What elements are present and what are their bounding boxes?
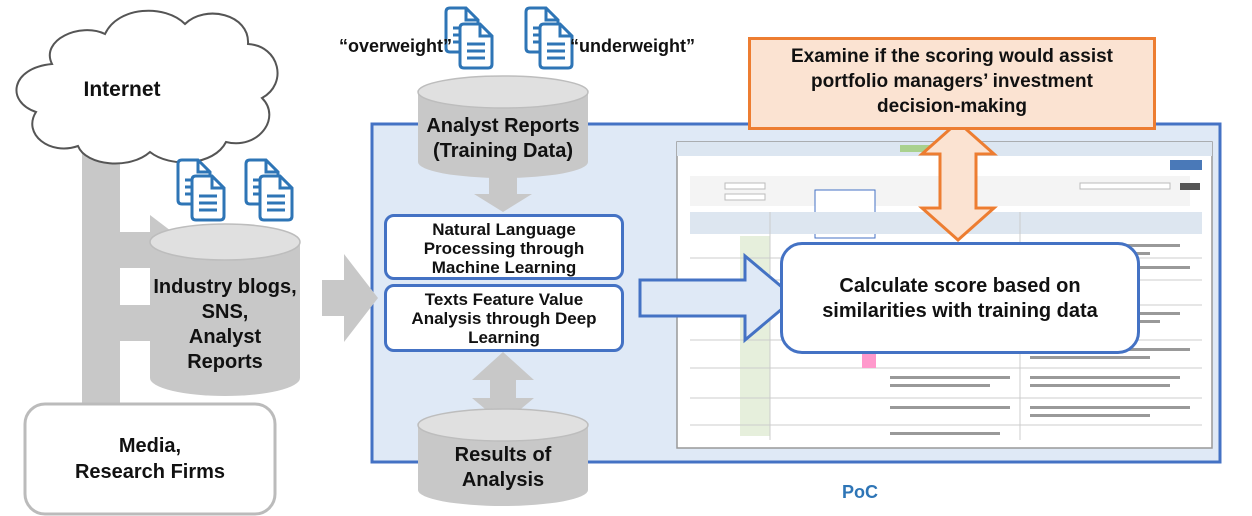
- media-label: Media, Research Firms: [25, 433, 275, 485]
- feature-line3: Learning: [468, 328, 540, 347]
- document-icon: [446, 8, 492, 68]
- examine-line3: decision-making: [877, 96, 1027, 117]
- media-label-line2: Research Firms: [74, 461, 226, 483]
- examine-box: [748, 37, 1156, 130]
- feature-line1: Texts Feature Value: [424, 290, 584, 309]
- internet-cloud: [15, 9, 279, 165]
- score-box: [780, 242, 1140, 354]
- examine-line2: portfolio managers’ investment: [811, 71, 1093, 92]
- nlp-box: [384, 214, 624, 280]
- training-to-nlp-arrow: [474, 176, 532, 212]
- training-db-label: Analyst Reports (Training Data): [418, 114, 588, 164]
- document-icon: [178, 160, 224, 220]
- overweight-tag: “overweight”: [338, 36, 452, 56]
- score-label: Calculate score based on similarities wi…: [780, 274, 1140, 324]
- score-line2: similarities with training data: [822, 300, 1098, 322]
- results-db-label: Results of Analysis: [418, 443, 588, 493]
- examine-label: Examine if the scoring would assist port…: [748, 44, 1156, 119]
- results-db-line1: Results of: [454, 444, 552, 466]
- training-db-line1: Analyst Reports: [426, 115, 580, 137]
- feature-to-score-arrow: [638, 252, 798, 344]
- sources-db-line1: Industry blogs,: [153, 276, 297, 298]
- sources-db-line2: SNS,: [201, 301, 249, 323]
- media-box: [23, 402, 277, 516]
- nlp-line2: Processing through: [423, 239, 585, 258]
- document-icon: [526, 8, 572, 68]
- training-database: [417, 75, 589, 178]
- nlp-label: Natural Language Processing through Mach…: [384, 220, 624, 277]
- examine-line1: Examine if the scoring would assist: [790, 46, 1114, 67]
- feature-box: [384, 284, 624, 352]
- internet-label: Internet: [83, 78, 161, 101]
- training-db-line2: (Training Data): [432, 140, 573, 162]
- examine-score-double-arrow: [918, 119, 998, 243]
- feature-label: Texts Feature Value Analysis through Dee…: [384, 290, 624, 347]
- feature-line2: Analysis through Deep: [411, 309, 597, 328]
- feature-results-arrow: [472, 352, 534, 424]
- media-label-line1: Media,: [118, 435, 182, 457]
- results-database: [417, 408, 589, 506]
- sources-db-label: Industry blogs, SNS, Analyst Reports: [150, 275, 300, 375]
- results-db-line2: Analysis: [461, 469, 545, 491]
- nlp-line3: Machine Learning: [431, 258, 577, 277]
- score-line1: Calculate score based on: [839, 275, 1081, 297]
- underweight-tag: “underweight”: [570, 36, 695, 56]
- nlp-line1: Natural Language: [432, 220, 576, 239]
- poc-label: PoC: [842, 482, 878, 502]
- sources-database: [149, 223, 301, 396]
- document-icon: [246, 160, 292, 220]
- sources-db-line3: Analyst Reports: [187, 326, 263, 373]
- sources-to-poc-arrow: [322, 254, 378, 342]
